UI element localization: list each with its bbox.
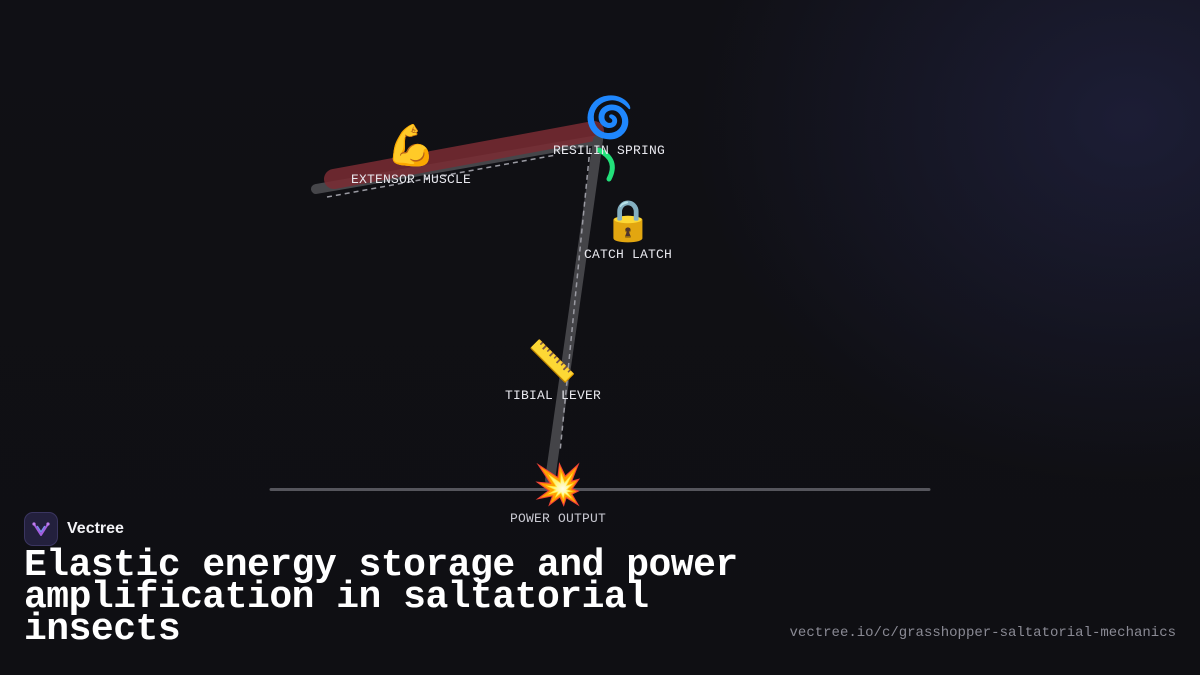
femur-dashed-guide [326,154,557,198]
brand: Vectree [24,512,124,546]
collision-icon: 💥 [533,462,583,508]
extensor-muscle-band [324,121,604,189]
lock-icon: 🔒 [603,198,653,244]
cyclone-icon: 🌀 [584,95,634,141]
tibia-dashed-guide [559,147,591,453]
power-output-label: POWER OUTPUT [509,511,607,526]
flexed-biceps-icon: 💪 [386,123,436,169]
resilin-spring-label: RESILIN SPRING [552,143,666,158]
catch-latch-label: CATCH LATCH [583,247,673,262]
source-url[interactable]: vectree.io/c/grasshopper-saltatorial-mec… [789,625,1176,641]
ruler-icon: 📏 [527,339,577,385]
tibial-lever-label: TIBIAL LEVER [504,388,602,403]
vectree-logo-icon [24,512,58,546]
page-title: Elastic energy storage and power amplifi… [24,544,738,651]
extensor-muscle-label: EXTENSOR MUSCLE [350,172,472,187]
spring-tension-arc [596,147,615,182]
brand-name: Vectree [67,520,124,537]
